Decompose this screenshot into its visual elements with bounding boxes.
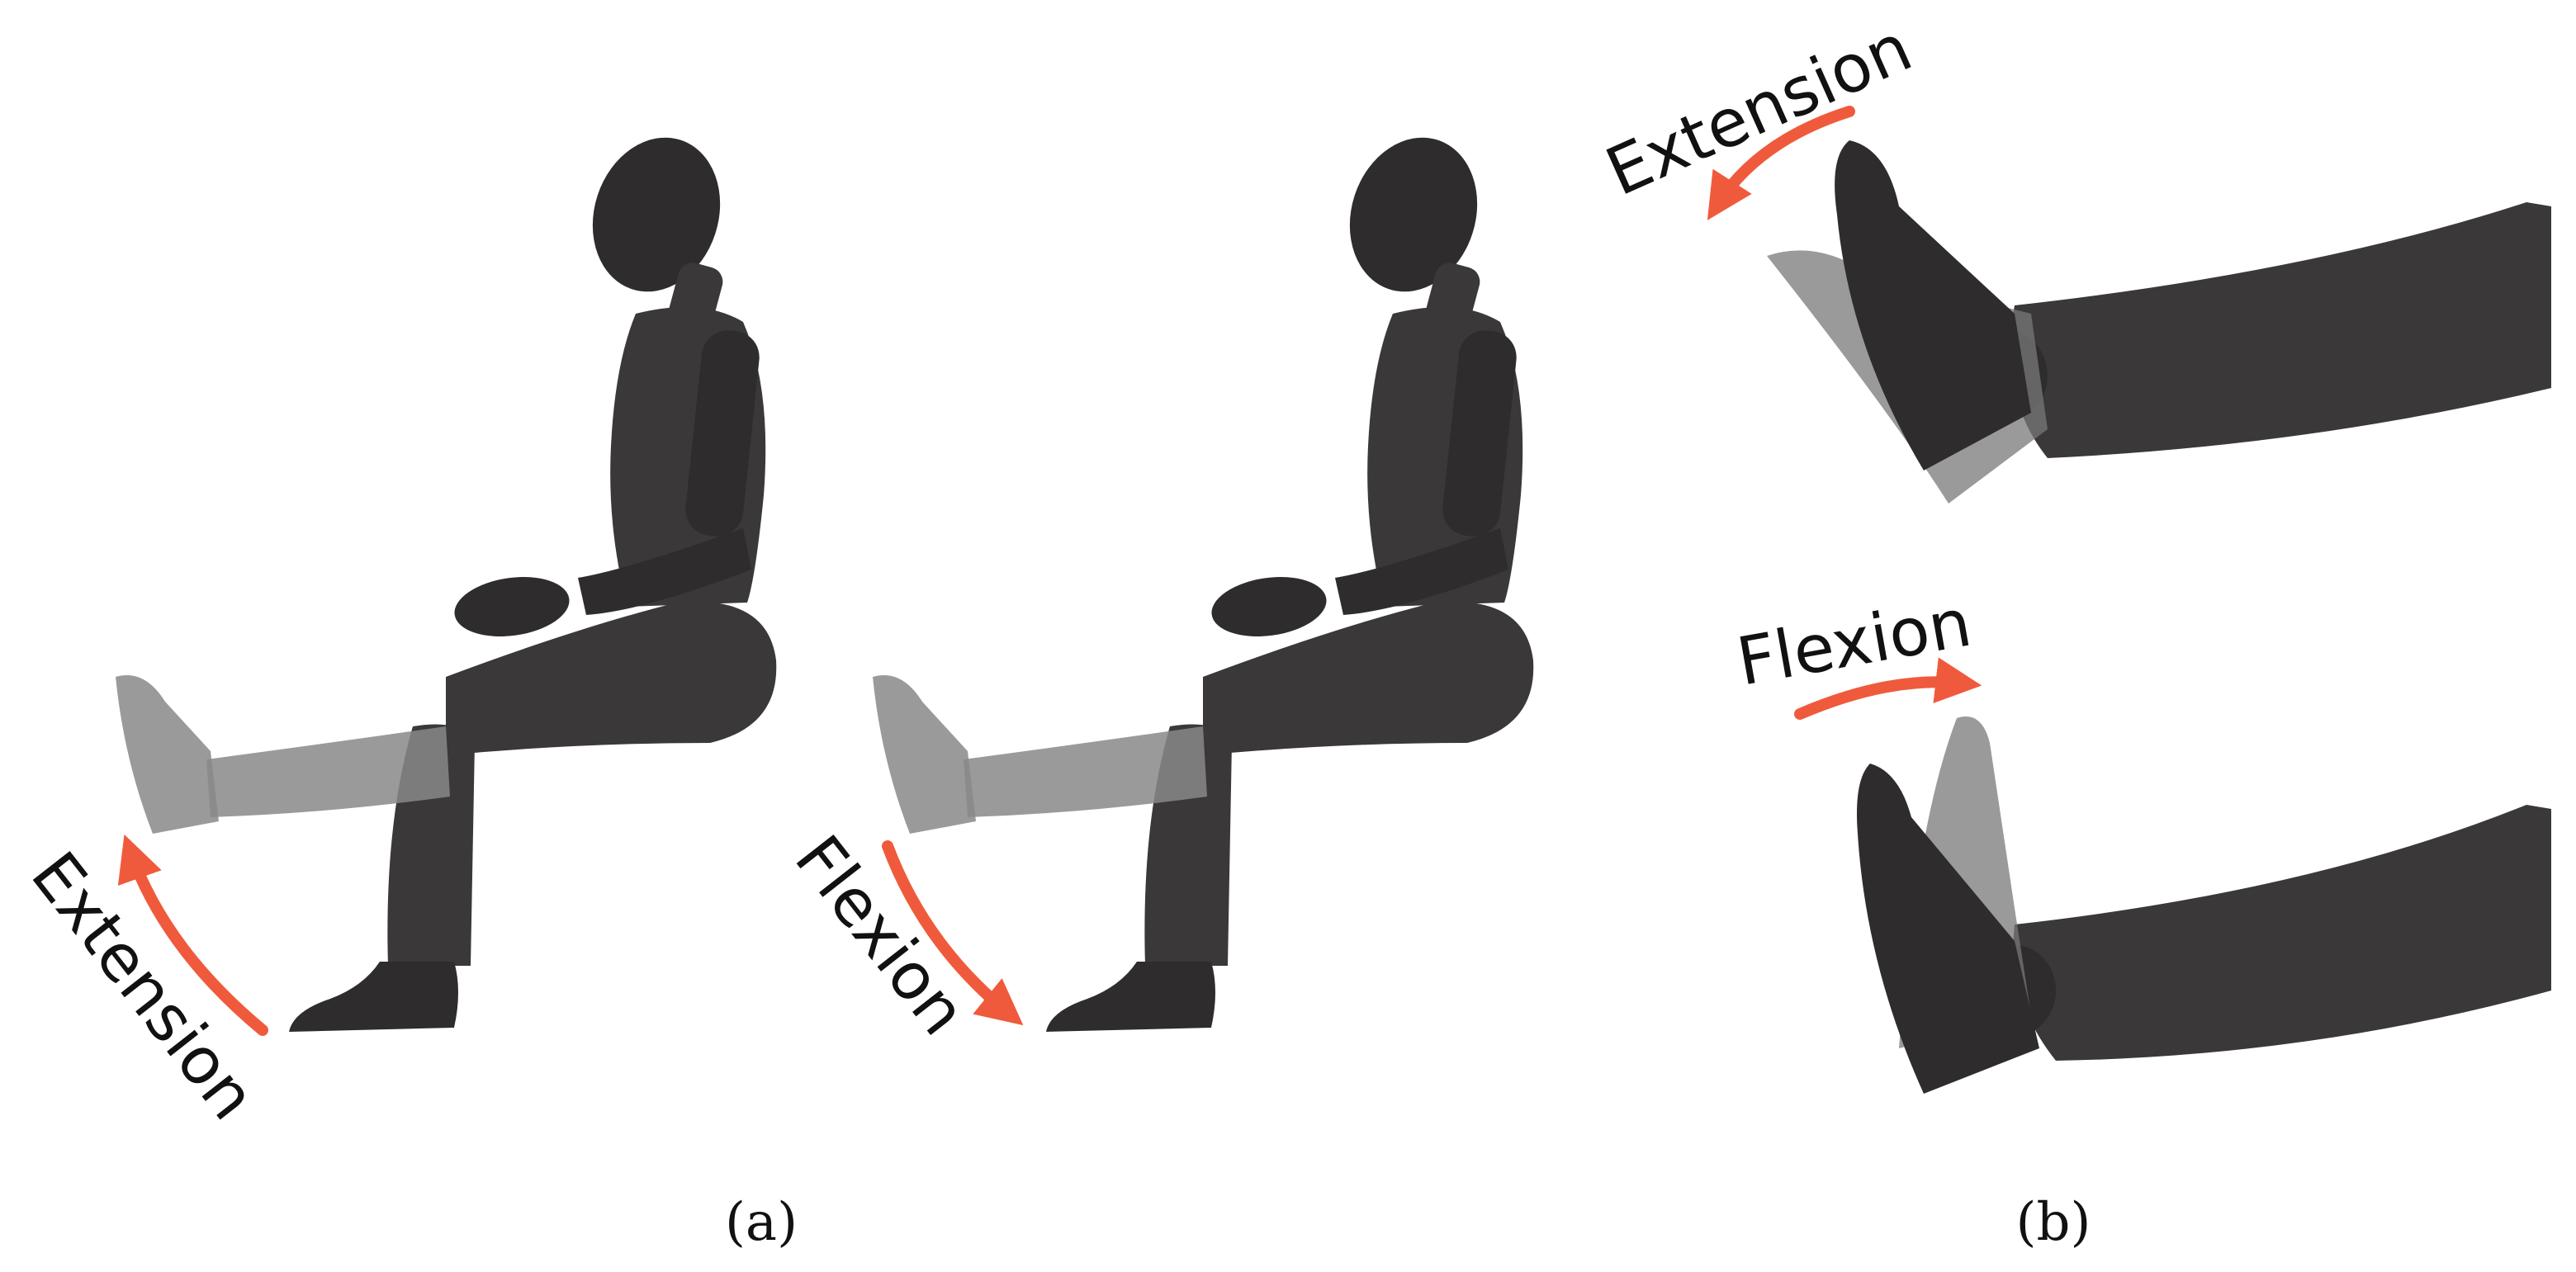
- ghost-extended-leg-left: [206, 726, 450, 817]
- flexion-arrow-right: [882, 840, 1024, 1026]
- shin-bottom: [2013, 805, 2551, 1061]
- extension-arrow-left: [117, 834, 268, 1036]
- foot-bottom: [1857, 764, 2039, 1094]
- mannequin-right: Flexion: [780, 121, 1534, 1049]
- flexion-label-right: Flexion: [780, 822, 980, 1049]
- shin-top: [2010, 202, 2551, 458]
- mannequin-left: Extension: [17, 121, 777, 1133]
- ankle-extension-view: Extension: [1595, 9, 2551, 504]
- ghost-extended-leg-right: [964, 726, 1207, 817]
- caption-a: (a): [725, 1192, 798, 1253]
- ghost-extended-foot-right: [873, 675, 976, 834]
- foot-top: [1835, 140, 2031, 470]
- panel-b: Extension Flexion (b): [1595, 9, 2551, 1253]
- ankle-flexion-view: Flexion: [1731, 584, 2551, 1094]
- panel-a: Extension Flexion (a): [17, 121, 1534, 1253]
- caption-b: (b): [2016, 1192, 2091, 1253]
- extension-arrow-b: [1707, 106, 1855, 220]
- ghost-extended-foot-left: [116, 675, 219, 834]
- flexion-arrow-b: [1794, 657, 1982, 720]
